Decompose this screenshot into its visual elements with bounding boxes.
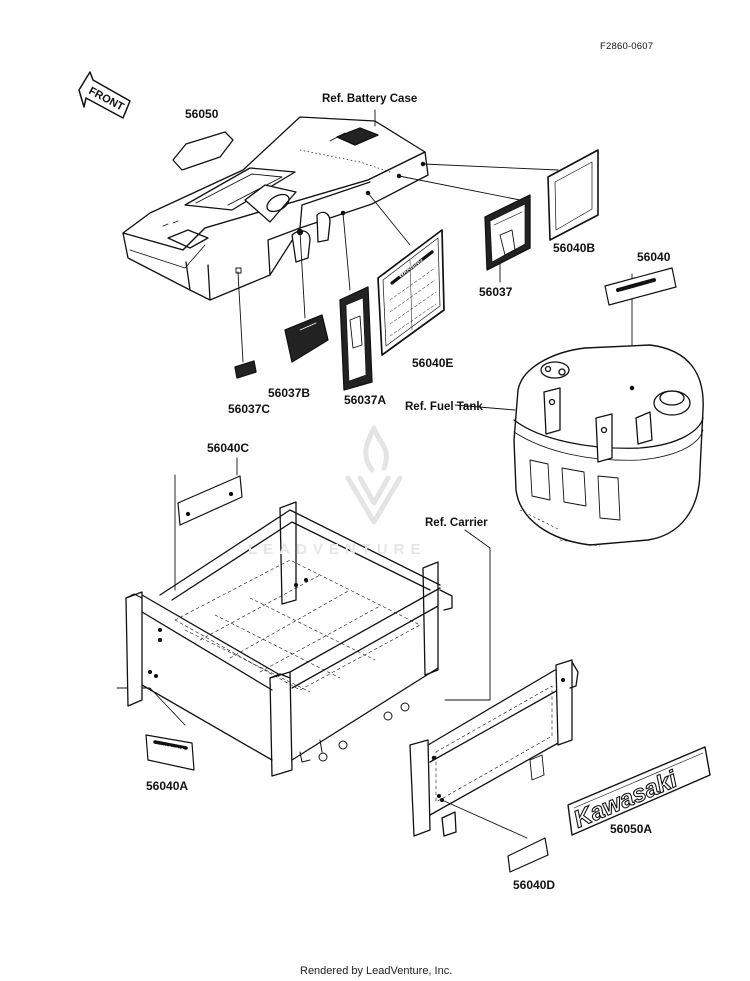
decal-56050A [567, 746, 711, 836]
ref-fuel-tank-label: Ref. Fuel Tank [405, 401, 483, 413]
fuel-tank [513, 344, 704, 547]
decal-56040D [507, 837, 549, 873]
carrier-frame [409, 659, 579, 837]
part-56040B-label: 56040B [553, 241, 596, 255]
part-56037A-label: 56037A [344, 393, 387, 407]
part-56050A-label: 56050A [610, 822, 653, 836]
decal-56037A [339, 286, 373, 391]
part-56040E-label: 56040E [412, 356, 454, 370]
watermark-text: LEADVENTURE [248, 541, 427, 558]
part-56040D-label: 56040D [513, 878, 556, 892]
part-56040C-label: 56040C [207, 441, 250, 455]
part-56037B-label: 56037B [268, 386, 311, 400]
part-56040A-label: 56040A [146, 779, 189, 793]
carrier-box [125, 501, 453, 777]
part-56037C-label: 56037C [228, 402, 271, 416]
diagram-code: F2860-0607 [600, 41, 654, 52]
decal-56050 [172, 131, 234, 171]
decal-56040 [604, 267, 677, 306]
battery-case [122, 116, 429, 301]
footer-credit: Rendered by LeadVenture, Inc. [300, 965, 453, 977]
decal-56040A [145, 734, 195, 771]
warning-56040A-text: WARNING [160, 744, 185, 754]
front-arrow [78, 71, 131, 119]
watermark-logo [345, 425, 403, 525]
ref-battery-case-label: Ref. Battery Case [322, 93, 418, 105]
part-56050-label: 56050 [185, 107, 219, 121]
decal-56037 [484, 194, 531, 271]
decal-56040B [547, 149, 599, 241]
decal-56040E [377, 229, 445, 356]
part-56037-label: 56037 [479, 285, 513, 299]
decal-56037C [234, 360, 257, 379]
decal-56040C [177, 475, 243, 526]
part-56040-label: 56040 [637, 250, 671, 264]
ref-carrier-label: Ref. Carrier [425, 517, 488, 529]
decal-56037B [284, 314, 329, 363]
